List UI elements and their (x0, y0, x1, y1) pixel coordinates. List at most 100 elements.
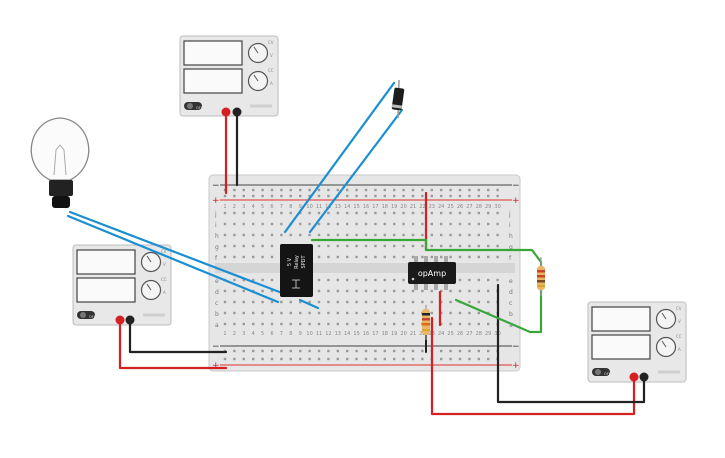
terminal-hole[interactable] (280, 311, 283, 315)
terminal-hole[interactable] (440, 244, 443, 248)
terminal-hole[interactable] (327, 211, 330, 215)
terminal-hole[interactable] (374, 278, 377, 282)
terminal-hole[interactable] (242, 322, 245, 326)
terminal-hole[interactable] (346, 222, 349, 226)
rail-hole[interactable] (383, 194, 386, 198)
terminal-hole[interactable] (458, 244, 462, 248)
terminal-hole[interactable] (374, 322, 377, 326)
terminal-hole[interactable] (346, 300, 349, 304)
terminal-hole[interactable] (327, 222, 330, 226)
wire-blue-bulb-2[interactable] (66, 214, 280, 304)
rail-hole[interactable] (261, 349, 264, 353)
rail-hole[interactable] (299, 188, 302, 192)
terminal-hole[interactable] (308, 222, 311, 226)
terminal-hole[interactable] (374, 211, 377, 215)
terminal-hole[interactable] (393, 255, 396, 259)
terminal-hole[interactable] (487, 300, 490, 304)
rail-hole[interactable] (355, 357, 358, 361)
rail-hole[interactable] (242, 357, 245, 361)
rail-hole[interactable] (487, 194, 490, 198)
terminal-hole[interactable] (430, 211, 433, 215)
rail-hole[interactable] (383, 349, 386, 353)
terminal-hole[interactable] (496, 255, 499, 259)
terminal-hole[interactable] (270, 222, 274, 226)
terminal-hole[interactable] (223, 311, 227, 315)
terminal-hole[interactable] (261, 300, 264, 304)
terminal-hole[interactable] (252, 311, 255, 315)
terminal-hole[interactable] (468, 233, 471, 237)
terminal-hole[interactable] (449, 322, 452, 326)
terminal-hole[interactable] (308, 233, 311, 237)
terminal-hole[interactable] (458, 322, 462, 326)
terminal-hole[interactable] (223, 255, 227, 259)
terminal-hole[interactable] (252, 322, 255, 326)
rail-hole[interactable] (496, 188, 499, 192)
terminal-hole[interactable] (223, 211, 227, 215)
terminal-hole[interactable] (289, 322, 292, 326)
wire-black-left-psu[interactable] (128, 318, 228, 354)
terminal-hole[interactable] (280, 211, 283, 215)
rail-hole[interactable] (280, 194, 283, 198)
terminal-hole[interactable] (458, 233, 462, 237)
terminal-hole[interactable] (355, 211, 358, 215)
rail-hole[interactable] (402, 188, 405, 192)
terminal-hole[interactable] (346, 311, 349, 315)
terminal-hole[interactable] (468, 222, 471, 226)
terminal-hole[interactable] (458, 222, 462, 226)
rail-hole[interactable] (411, 357, 415, 361)
terminal-hole[interactable] (402, 289, 405, 293)
rail-hole[interactable] (317, 188, 321, 192)
rail-hole[interactable] (458, 349, 462, 353)
terminal-hole[interactable] (346, 255, 349, 259)
terminal-hole[interactable] (317, 222, 321, 226)
terminal-hole[interactable] (402, 278, 405, 282)
terminal-hole[interactable] (440, 289, 443, 293)
terminal-hole[interactable] (346, 244, 349, 248)
terminal-hole[interactable] (280, 322, 283, 326)
rail-hole[interactable] (299, 194, 302, 198)
terminal-hole[interactable] (468, 278, 471, 282)
terminal-hole[interactable] (487, 233, 490, 237)
terminal-hole[interactable] (411, 244, 415, 248)
terminal-hole[interactable] (440, 322, 443, 326)
wire-green-relay-to-resistor[interactable] (310, 238, 543, 334)
terminal-hole[interactable] (336, 311, 339, 315)
terminal-hole[interactable] (458, 278, 462, 282)
rail-hole[interactable] (261, 188, 264, 192)
terminal-hole[interactable] (270, 233, 274, 237)
rail-hole[interactable] (355, 188, 358, 192)
terminal-hole[interactable] (355, 255, 358, 259)
rail-hole[interactable] (223, 357, 227, 361)
terminal-hole[interactable] (252, 255, 255, 259)
diode[interactable] (391, 79, 405, 119)
terminal-hole[interactable] (487, 255, 490, 259)
terminal-hole[interactable] (477, 289, 480, 293)
terminal-hole[interactable] (421, 300, 424, 304)
terminal-hole[interactable] (468, 244, 471, 248)
terminal-hole[interactable] (449, 300, 452, 304)
terminal-hole[interactable] (430, 311, 433, 315)
terminal-hole[interactable] (402, 255, 405, 259)
terminal-hole[interactable] (233, 289, 236, 293)
terminal-hole[interactable] (374, 233, 377, 237)
terminal-hole[interactable] (327, 244, 330, 248)
terminal-hole[interactable] (261, 222, 264, 226)
terminal-hole[interactable] (346, 233, 349, 237)
terminal-hole[interactable] (242, 211, 245, 215)
terminal-hole[interactable] (299, 222, 302, 226)
rail-hole[interactable] (449, 188, 452, 192)
terminal-hole[interactable] (430, 222, 433, 226)
terminal-hole[interactable] (421, 211, 424, 215)
terminal-hole[interactable] (496, 244, 499, 248)
terminal-hole[interactable] (440, 300, 443, 304)
terminal-hole[interactable] (336, 255, 339, 259)
rail-hole[interactable] (233, 357, 236, 361)
terminal-hole[interactable] (317, 211, 321, 215)
rail-hole[interactable] (402, 357, 405, 361)
terminal-hole[interactable] (440, 255, 443, 259)
rail-hole[interactable] (458, 357, 462, 361)
rail-hole[interactable] (327, 188, 330, 192)
terminal-hole[interactable] (270, 300, 274, 304)
terminal-hole[interactable] (393, 211, 396, 215)
rail-hole[interactable] (430, 188, 433, 192)
